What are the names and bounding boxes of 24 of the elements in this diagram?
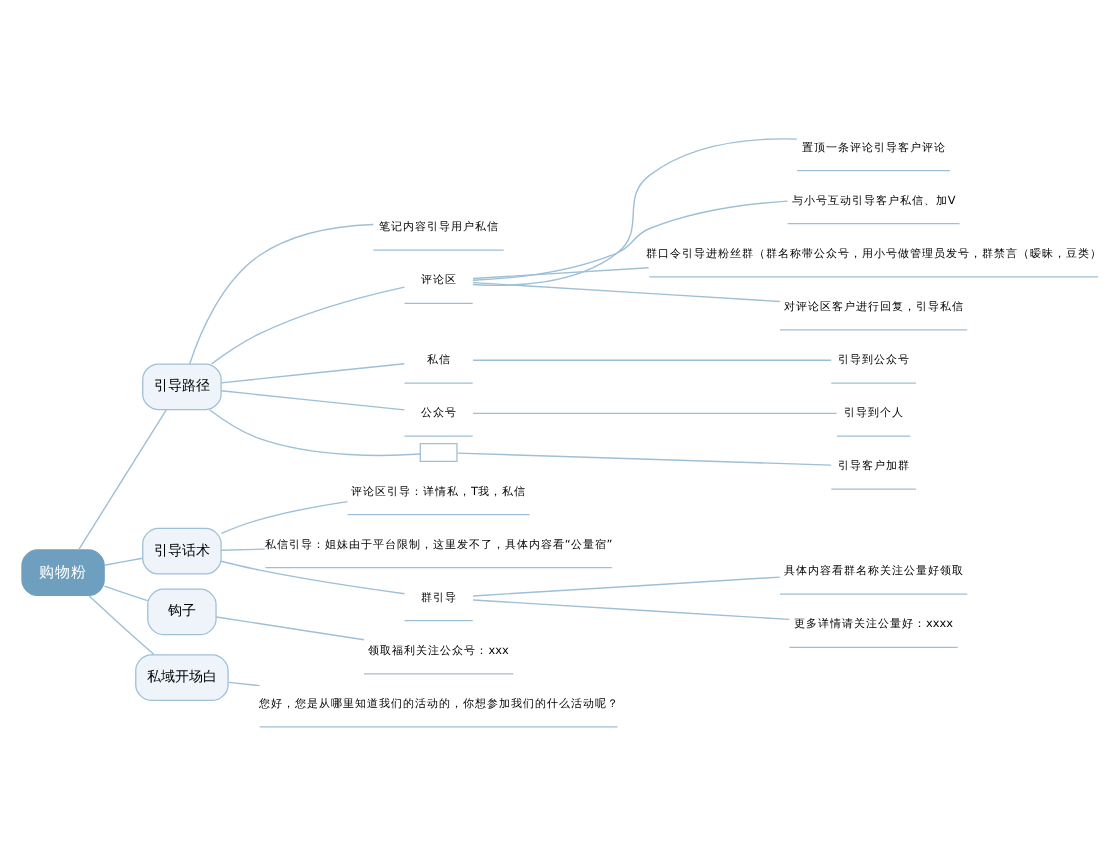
node-box [419,442,458,462]
connector [220,547,266,550]
connector [220,362,405,383]
connector [472,411,838,414]
connector [220,559,406,594]
connector [77,408,167,550]
connector [227,680,261,686]
connector [215,615,365,640]
connector [88,593,155,655]
connector [210,285,406,364]
connector [472,266,650,279]
connector [472,575,781,596]
connector [472,358,832,360]
connector [189,222,374,364]
connector [472,199,789,280]
connector [472,598,791,620]
connector [103,584,149,601]
connector [208,408,421,456]
connector [220,389,405,410]
connector [456,451,832,465]
connector [103,556,144,565]
connector [472,137,798,285]
connector [220,499,349,533]
connector [472,280,781,302]
